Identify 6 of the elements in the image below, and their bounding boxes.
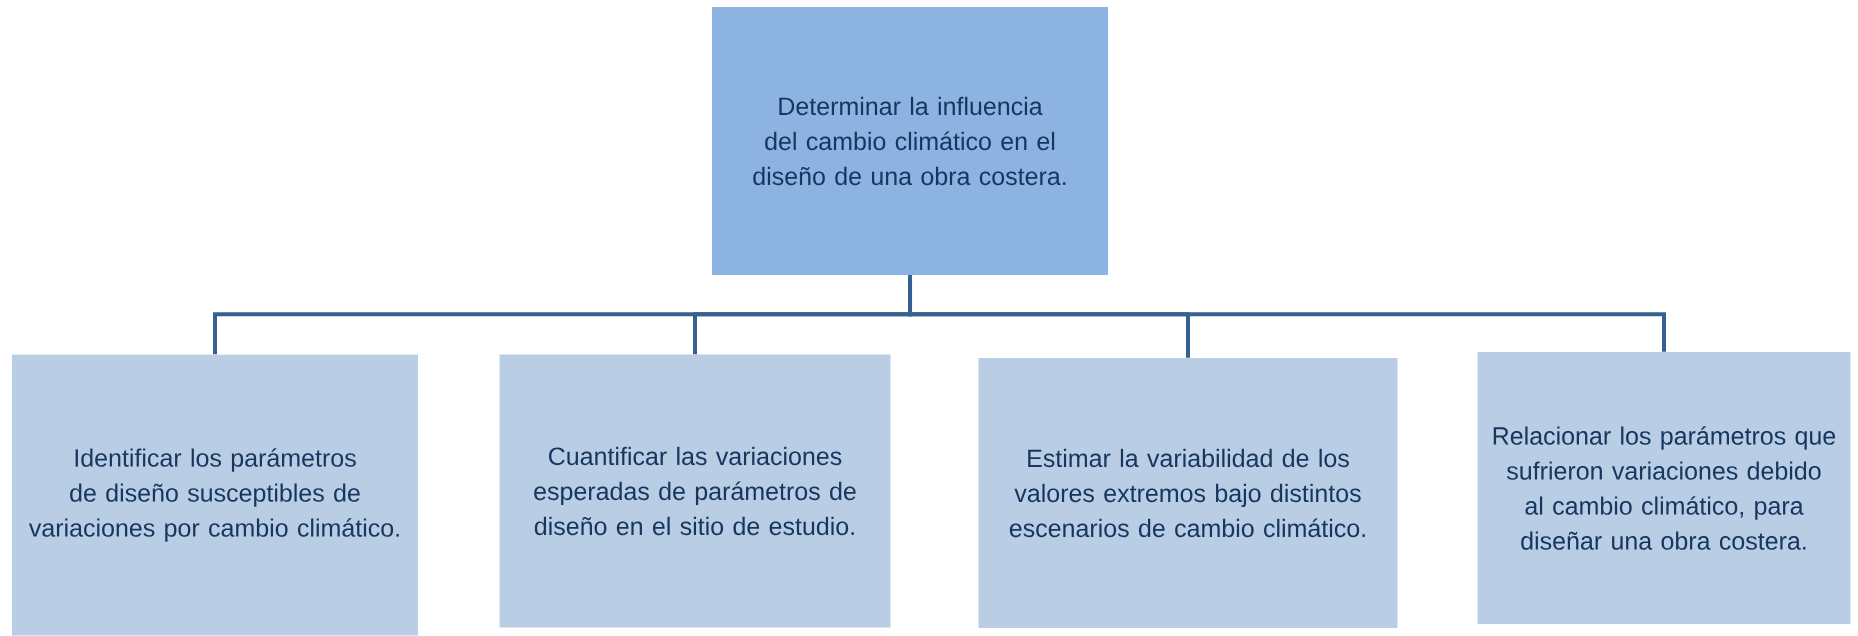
objective-box: Estimar la variabilidad de los valores extremos bajo distintos escenarios de cambio climático. — [978, 358, 1398, 628]
objective-box: Identificar los parámetros de diseño susceptibles de variaciones por cambio climático. — [12, 354, 418, 636]
connector-line — [908, 275, 1666, 352]
goal-box: Determinar la influencia del cambio climático en el diseño de una obra costera. — [712, 7, 1108, 275]
objective-box: Cuantificar las variaciones esperadas de parámetros de diseño en el sitio de estudio. — [499, 354, 891, 628]
objective-box: Relacionar los parámetros que sufrieron variaciones debido al cambio climático, para diseñar una obra costera. — [1477, 352, 1851, 624]
